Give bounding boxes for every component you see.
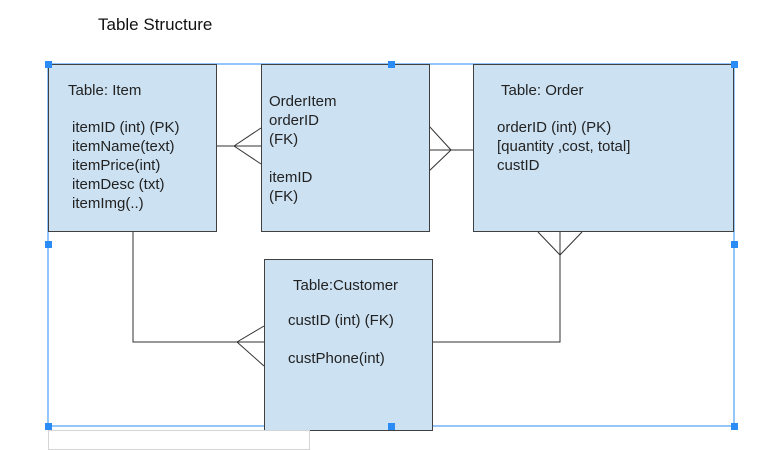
entity-order-item-title: OrderItem — [269, 93, 337, 110]
entity-customer-field: custID (int) (FK) — [288, 312, 394, 329]
entity-customer[interactable]: Table:Customer custID (int) (FK) custPho… — [264, 259, 433, 431]
relation-item-customer[interactable] — [132, 232, 265, 367]
entity-item-field: itemID (int) (PK) — [72, 119, 180, 136]
entity-customer-field: custPhone(int) — [288, 350, 385, 367]
entity-order-field: custID — [497, 157, 540, 174]
entity-item-field: itemDesc (txt) — [72, 176, 165, 193]
page-title: Table Structure — [98, 15, 213, 34]
entity-item-title: Table: Item — [68, 82, 142, 99]
entity-item-field: itemPrice(int) — [72, 157, 161, 174]
entity-order[interactable]: Table: Order orderID (int) (PK) [quantit… — [473, 64, 734, 232]
entity-customer-title: Table:Customer — [293, 277, 399, 294]
entity-order-item-field: orderID — [269, 112, 320, 129]
resize-handle-bottom-center[interactable] — [388, 423, 395, 430]
resize-handle-middle-left[interactable] — [45, 241, 52, 248]
resize-handle-top-left[interactable] — [45, 61, 52, 68]
entity-order-field: [quantity ,cost, total] — [497, 138, 631, 155]
bottom-panel-edge — [48, 430, 310, 450]
resize-handle-bottom-right[interactable] — [731, 423, 738, 430]
resize-handle-top-right[interactable] — [731, 61, 738, 68]
entity-order-field: orderID (int) (PK) — [497, 119, 612, 136]
entity-item-field: itemImg(..) — [72, 195, 144, 212]
relation-item-orderitem[interactable] — [217, 127, 262, 165]
resize-handle-middle-right[interactable] — [731, 241, 738, 248]
entity-item-field: itemName(text) — [72, 138, 175, 155]
entity-item[interactable]: Table: Item itemID (int) (PK) itemName(t… — [48, 64, 217, 232]
entity-order-item-field: itemID — [269, 169, 313, 186]
resize-handle-top-center[interactable] — [388, 61, 395, 68]
entity-order-item[interactable]: OrderItem orderID (FK) itemID (FK) — [261, 64, 430, 232]
entity-order-item-field: (FK) — [269, 131, 299, 148]
resize-handle-bottom-left[interactable] — [45, 423, 52, 430]
relation-orderitem-order[interactable] — [426, 125, 473, 174]
entity-order-item-field: (FK) — [269, 188, 299, 205]
entity-order-title: Table: Order — [501, 82, 584, 99]
relation-customer-order[interactable] — [432, 231, 583, 343]
